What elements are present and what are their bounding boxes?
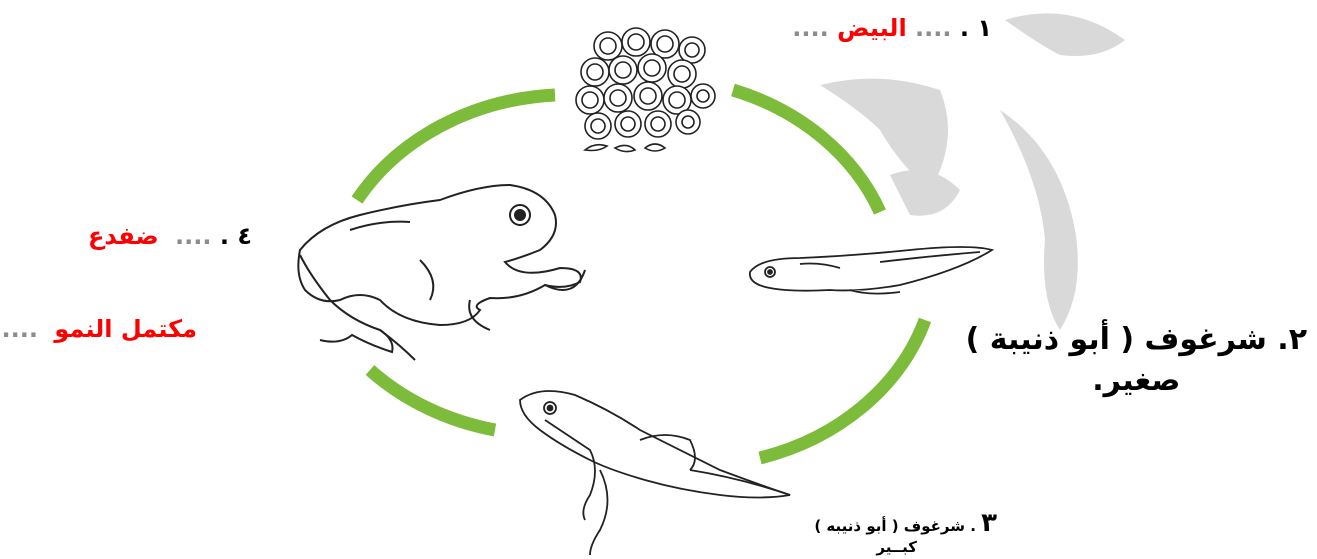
stage-3-text: شرغوف ( أبو ذنيبه ) — [814, 517, 965, 535]
stage-1-dots-after: .... — [792, 14, 828, 42]
egg-cluster-illustration — [576, 28, 715, 152]
stage-3-number: ٣ — [981, 508, 997, 538]
froglet-illustration — [520, 391, 790, 555]
stage-2-separator: . — [1277, 322, 1288, 357]
stage-2-text: شرغوف ( أبو ذنيبة ) — [966, 322, 1267, 357]
stage-1-separator: . — [960, 14, 969, 42]
stage-4-dots-before: .... — [175, 222, 211, 250]
arc-tadpole-to-froglet — [760, 320, 925, 458]
stage-4-answer: ضفدع — [88, 222, 159, 250]
stage-4-label-line-2: مكتمل النمو .... — [2, 315, 197, 343]
stage-3-label: ٣ . شرغوف ( أبو ذنيبه ) كبــير — [814, 508, 997, 556]
stage-4-answer-2: مكتمل النمو — [54, 315, 197, 343]
stage-1-dots-before: .... — [915, 14, 951, 42]
stage-1-label: ١ . .... البيض .... — [792, 14, 992, 42]
stage-4-dots-after: .... — [2, 315, 38, 343]
stage-2-number: ٢ — [1289, 322, 1307, 357]
arc-froglet-to-frog — [370, 370, 495, 430]
stage-2-line-2: صغير. — [966, 363, 1307, 398]
young-tadpole-illustration — [750, 247, 992, 294]
stage-3-line-2: كبــير — [814, 538, 979, 556]
adult-frog-illustration — [298, 185, 585, 360]
stage-2-line-1: ٢. شرغوف ( أبو ذنيبة ) — [966, 322, 1307, 357]
arc-frog-to-egg — [357, 95, 555, 200]
stage-3-line-1: ٣ . شرغوف ( أبو ذنيبه ) — [814, 508, 997, 538]
stage-1-number: ١ — [977, 14, 992, 42]
stage-3-separator: . — [970, 517, 976, 535]
stage-2-label: ٢. شرغوف ( أبو ذنيبة ) صغير. — [966, 322, 1307, 398]
stage-4-number: ٤ — [237, 222, 252, 250]
stage-4-separator: . — [220, 222, 229, 250]
stage-4-label: ٤ . .... ضفدع — [88, 222, 252, 250]
stage-1-answer: البيض — [837, 14, 907, 42]
